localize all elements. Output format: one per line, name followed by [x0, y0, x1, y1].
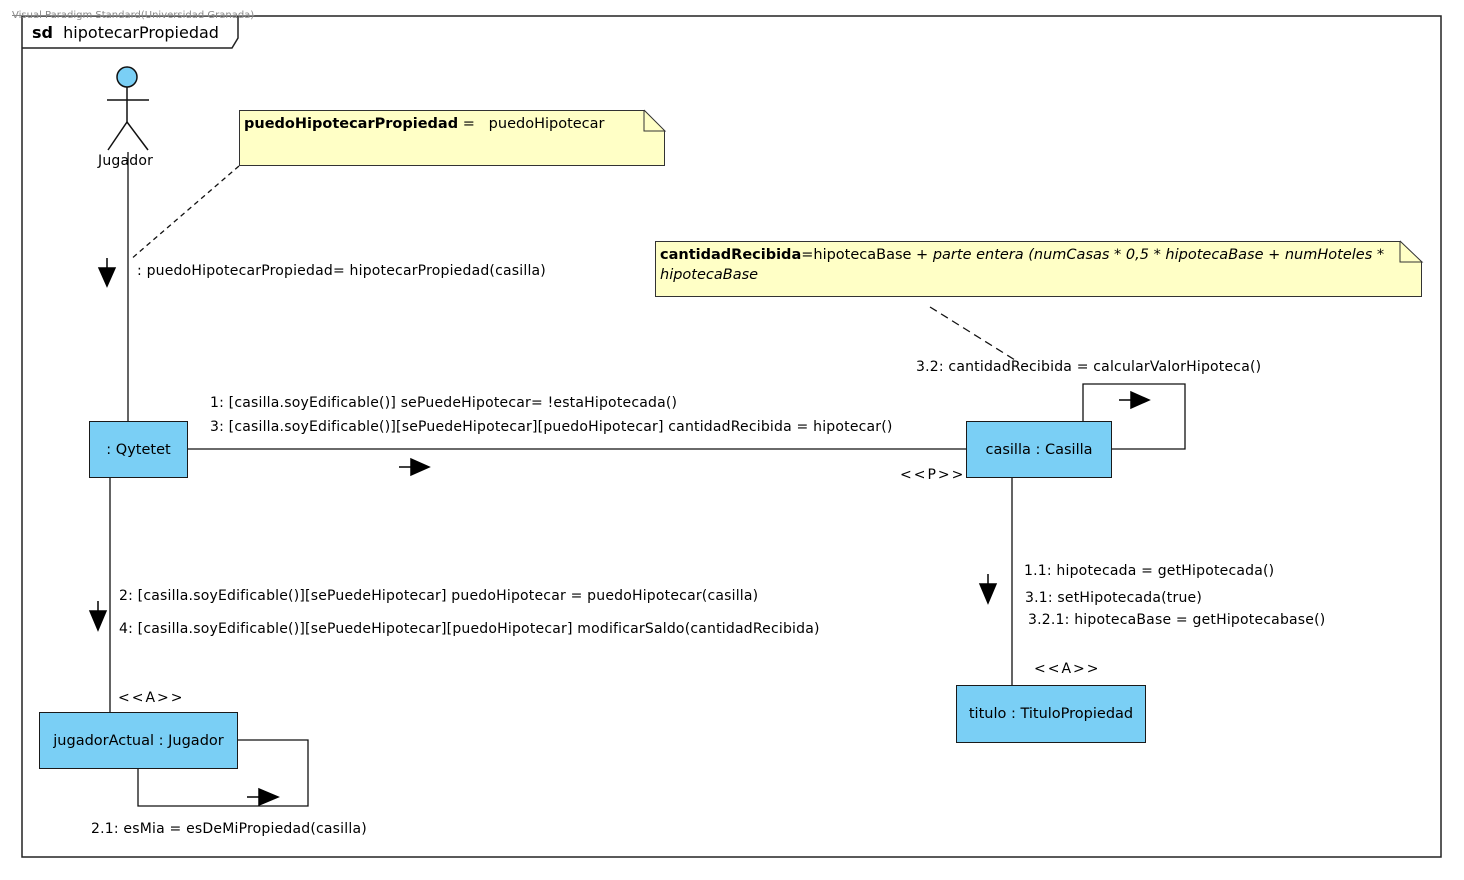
message-label: : puedoHipotecarPropiedad= hipotecarProp… — [137, 263, 546, 279]
note2-anchor — [929, 306, 1016, 361]
stereotype-a-titulo: <<A>> — [1034, 661, 1101, 677]
note2-bold: cantidadRecibida — [660, 247, 802, 263]
object-titulo[interactable]: titulo : TituloPropiedad — [956, 685, 1146, 743]
note1-bold: puedoHipotecarPropiedad — [244, 116, 459, 132]
object-jugador-actual[interactable]: jugadorActual : Jugador — [39, 712, 238, 769]
note1-anchor — [129, 165, 240, 261]
arrow-down-icon — [97, 258, 117, 288]
arrow-down-icon — [88, 601, 108, 632]
object-qytetet[interactable]: : Qytetet — [89, 421, 188, 478]
message-label: 3.1: setHipotecada(true) — [1025, 590, 1202, 606]
frame-tab — [22, 16, 239, 49]
message-label: 4: [casilla.soyEdificable()][sePuedeHipo… — [119, 621, 820, 637]
frame-keyword: sd — [32, 23, 53, 42]
note-puedo-hipotecar[interactable]: puedoHipotecarPropiedad = puedoHipotecar — [239, 110, 665, 166]
arrow-right-icon — [1119, 390, 1151, 410]
actor-label: Jugador — [98, 153, 154, 169]
arrow-right-icon — [247, 787, 280, 807]
frame-name: hipotecarPropiedad — [63, 23, 219, 42]
note2-italic: parte entera (numCasas * 0,5 * hipotecaB… — [660, 247, 1385, 283]
watermark: Visual Paradigm Standard(Universidad Gra… — [12, 10, 255, 21]
frame-border — [21, 15, 1442, 858]
note2-plain: =hipotecaBase + — [801, 247, 933, 263]
arrow-down-icon — [978, 574, 998, 605]
message-label: 3.2: cantidadRecibida = calcularValorHip… — [916, 359, 1262, 375]
message-label: 2.1: esMia = esDeMiPropiedad(casilla) — [91, 821, 367, 837]
message-label: 3: [casilla.soyEdificable()][sePuedeHipo… — [210, 419, 893, 435]
note-cantidad-recibida[interactable]: cantidadRecibida=hipotecaBase + parte en… — [655, 241, 1422, 297]
message-label: 2: [casilla.soyEdificable()][sePuedeHipo… — [119, 588, 759, 604]
message-label: 3.2.1: hipotecaBase = getHipotecabase() — [1028, 612, 1326, 628]
object-casilla[interactable]: casilla : Casilla — [966, 421, 1112, 478]
message-label: 1.1: hipotecada = getHipotecada() — [1024, 563, 1275, 579]
note1-text: = puedoHipotecar — [458, 116, 605, 132]
self-link-casilla — [1082, 383, 1186, 450]
frame-title: sd hipotecarPropiedad — [32, 23, 219, 42]
message-label: 1: [casilla.soyEdificable()] sePuedeHipo… — [210, 395, 678, 411]
actor-figure — [107, 66, 149, 151]
stereotype-p: <<P>> — [900, 467, 966, 483]
arrow-right-icon — [399, 457, 431, 477]
self-link-jugador — [137, 739, 309, 807]
stereotype-a-jugador: <<A>> — [118, 690, 185, 706]
